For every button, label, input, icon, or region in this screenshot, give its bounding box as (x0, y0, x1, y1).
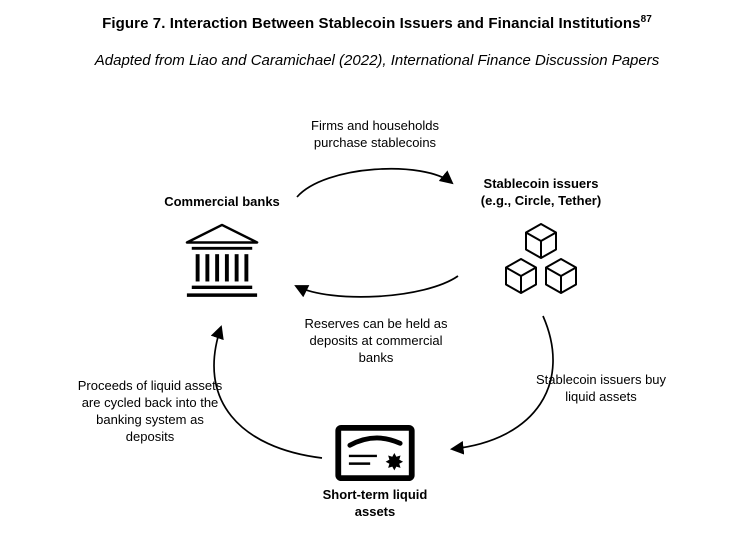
cubes-icon (505, 223, 577, 294)
footnote-marker: 87 (640, 14, 652, 25)
figure-title-text: Figure 7. Interaction Between Stablecoin… (102, 15, 641, 32)
edge-label-purchase: Firms and households purchase stablecoin… (311, 118, 439, 150)
figure-subtitle: Adapted from Liao and Caramichael (2022)… (94, 52, 660, 69)
node-sublabel-stablecoin-issuers: (e.g., Circle, Tether) (480, 193, 602, 208)
arrow-purchase (296, 167, 454, 198)
bank-icon (185, 223, 259, 297)
certificate-icon (335, 424, 415, 482)
edge-label-proceeds: Proceeds of liquid assets are cycled bac… (77, 378, 223, 444)
edge-label-reserves: Reserves can be held as deposits at comm… (304, 316, 448, 365)
node-label-commercial-banks: Commercial banks (164, 194, 280, 209)
edge-label-buy-assets: Stablecoin issuers buy liquid assets (535, 372, 667, 404)
node-label-stablecoin-issuers: Stablecoin issuers (483, 176, 599, 191)
arrow-reserves (294, 275, 459, 298)
node-label-liquid-assets: Short-term liquid assets (322, 487, 428, 519)
figure-title: Figure 7. Interaction Between Stablecoin… (0, 14, 754, 32)
